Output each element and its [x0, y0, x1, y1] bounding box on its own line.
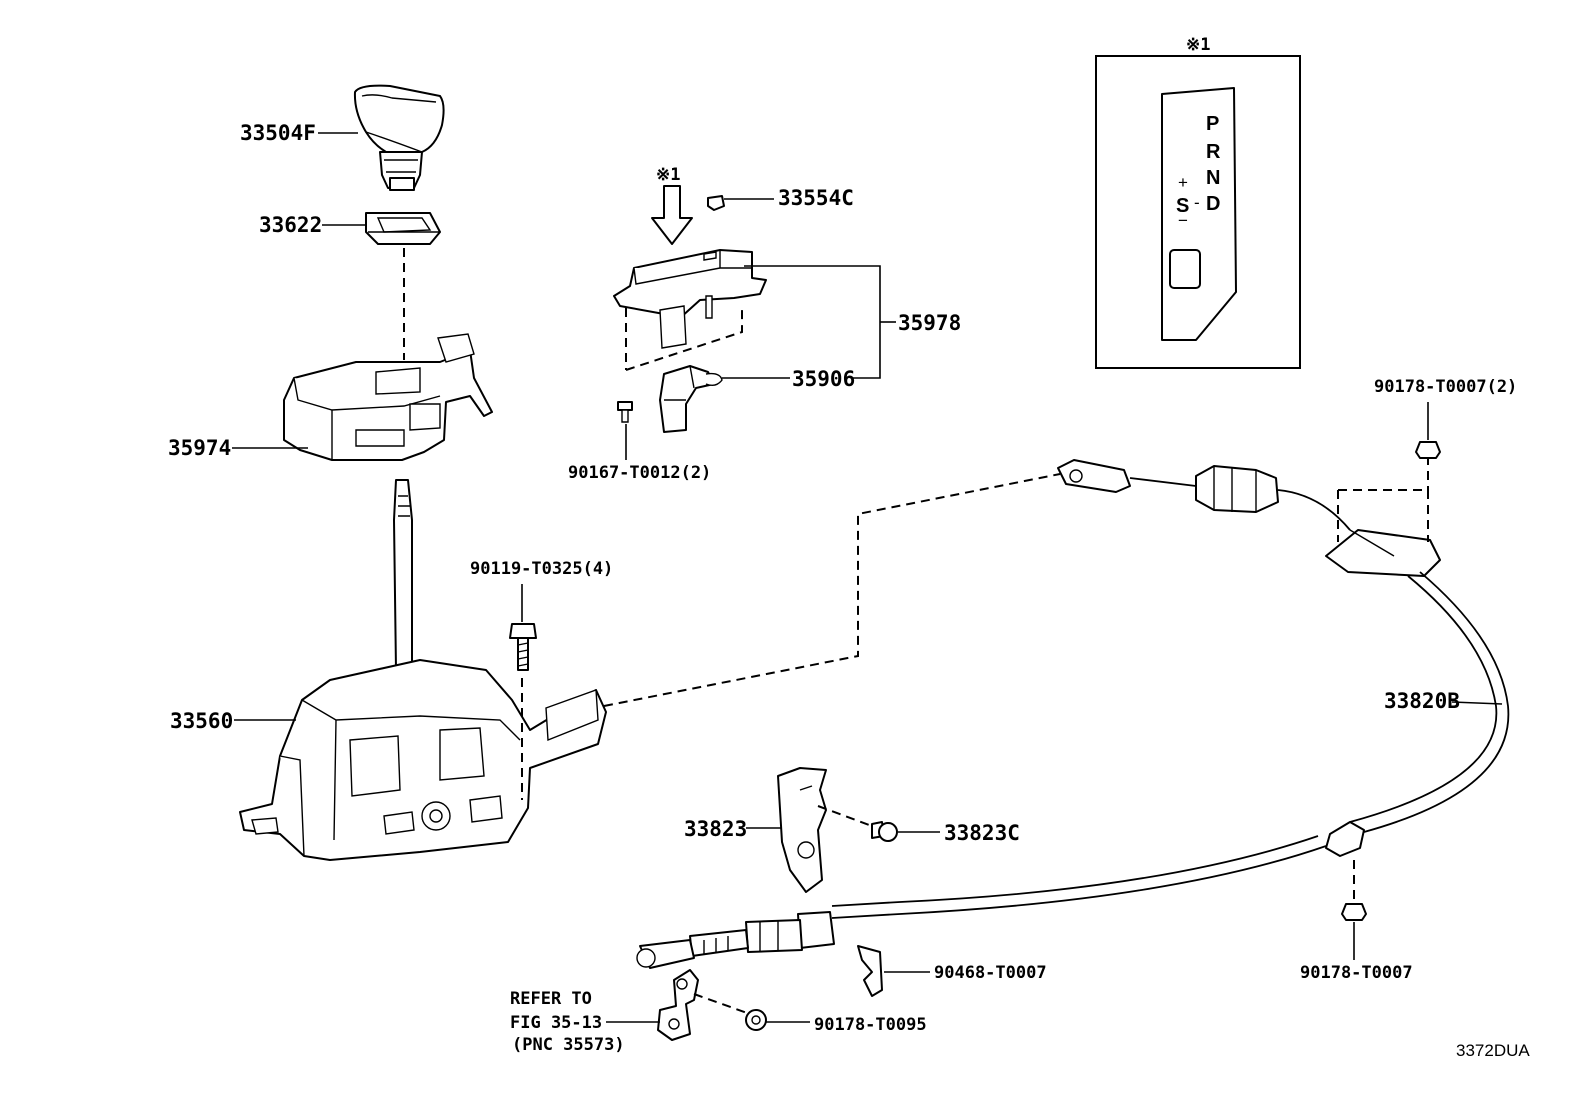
marker-note-arrow: ※1 [656, 165, 680, 185]
gate-label-r: R [1206, 141, 1221, 163]
view-direction-arrow [651, 185, 693, 245]
clip-33554C[interactable] [707, 195, 725, 211]
label-90178-T0095: 90178-T0095 [814, 1015, 927, 1035]
nut-90178-T0007-pair[interactable] [1415, 441, 1441, 459]
label-90468-T0007: 90468-T0007 [934, 963, 1047, 983]
label-90119-T0325: 90119-T0325(4) [470, 559, 613, 579]
gate-label-plus: + [1178, 173, 1188, 192]
shift-bezel-33622[interactable] [365, 212, 441, 245]
label-33622: 33622 [259, 213, 322, 237]
label-35974: 35974 [168, 436, 231, 460]
label-35906: 35906 [792, 367, 855, 391]
label-33823C: 33823C [944, 821, 1020, 845]
gate-label-n: N [1206, 167, 1220, 189]
gate-label-s: S [1176, 195, 1189, 217]
screw-90167-T0012[interactable] [617, 401, 633, 423]
label-33504F: 33504F [240, 121, 316, 145]
bolt-90119-T0325[interactable] [509, 623, 537, 671]
nut-90178-T0007[interactable] [1341, 903, 1367, 921]
refer-note-line1: REFER TO [510, 989, 592, 1009]
label-90178-T0007: 90178-T0007 [1300, 963, 1413, 983]
label-90178-T0007-2: 90178-T0007(2) [1374, 377, 1517, 397]
marker-note-inset: ※1 [1186, 35, 1210, 55]
label-33554C: 33554C [778, 186, 854, 210]
indicator-housing-35974[interactable] [283, 333, 493, 461]
label-90167-T0012: 90167-T0012(2) [568, 463, 711, 483]
gate-label-minus: − [1178, 211, 1188, 230]
nut-90178-T0095[interactable] [745, 1009, 767, 1031]
shift-lever-assembly-33560[interactable] [239, 479, 607, 861]
shift-lock-unit-35978[interactable] [613, 249, 767, 349]
shift-gate-inset [1095, 55, 1301, 369]
shift-cable-33820B[interactable] [636, 459, 1510, 969]
gate-label-d: D [1206, 193, 1220, 215]
label-33820B: 33820B [1384, 689, 1460, 713]
refer-note-line3: (PNC 35573) [512, 1035, 625, 1055]
bracket-33823[interactable] [777, 767, 827, 893]
gate-label-dash: - [1194, 193, 1200, 212]
gate-label-p: P [1206, 113, 1219, 135]
figure-code: 3372DUA [1456, 1041, 1530, 1060]
label-35978: 35978 [898, 311, 961, 335]
connector-35906[interactable] [659, 365, 723, 433]
refer-note-line2: FIG 35-13 [510, 1013, 602, 1033]
cable-bracket-35573[interactable] [657, 969, 699, 1041]
bolt-33823C[interactable] [871, 821, 898, 842]
label-33823: 33823 [684, 817, 747, 841]
clip-90468-T0007[interactable] [857, 945, 883, 997]
shift-knob-33504F[interactable] [353, 84, 445, 191]
label-33560: 33560 [170, 709, 233, 733]
